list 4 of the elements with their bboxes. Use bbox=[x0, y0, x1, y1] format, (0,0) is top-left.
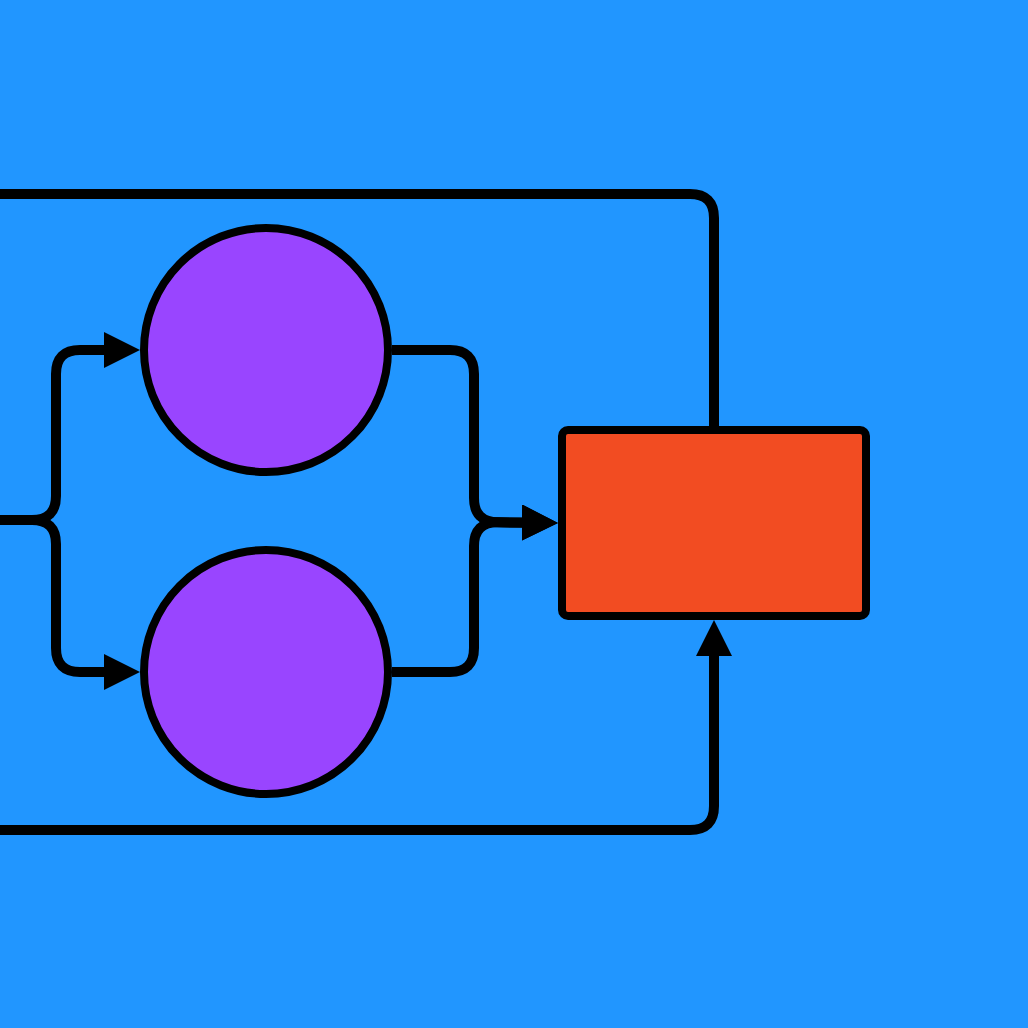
arrow bbox=[0, 620, 732, 835]
arrow bbox=[392, 504, 558, 677]
connector-line bbox=[0, 189, 719, 426]
process-box bbox=[558, 426, 870, 620]
